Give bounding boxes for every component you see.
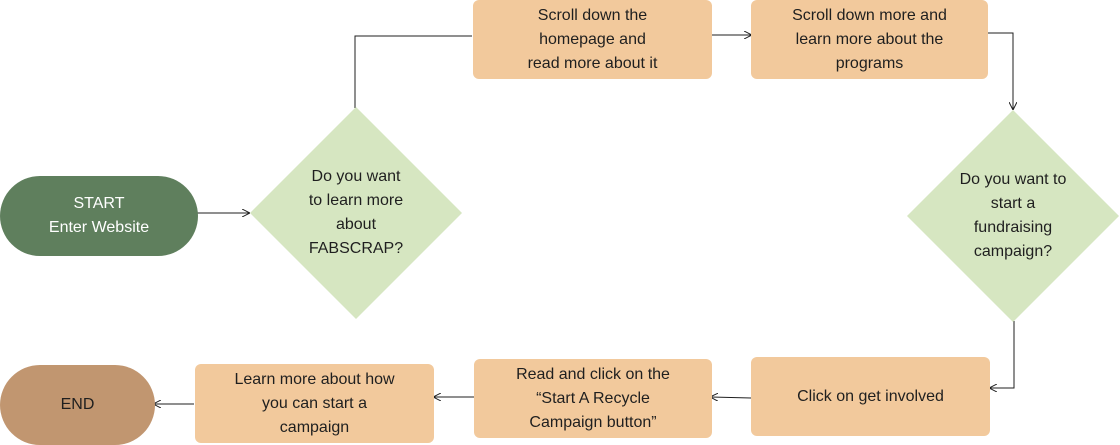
process-learn-campaign-label: Learn more about how you can start a cam… [234, 370, 395, 436]
arrow-decision-to-get-involved [990, 321, 1015, 388]
start-node: START Enter Website [0, 176, 198, 256]
arrow-programs-to-decision [988, 32, 1013, 109]
end-node: END [0, 365, 155, 445]
arrow-get-involved-to-read [711, 397, 752, 398]
process-read-click: Read and click on the “Start A Recycle C… [474, 359, 712, 438]
decision-fundraising-shape [907, 110, 1119, 322]
decision-fundraising: Do you want to start a fundraising campa… [907, 110, 1119, 322]
end-label: END [60, 396, 95, 413]
decision-fundraising-label: Do you want to start a fundraising campa… [959, 171, 1067, 260]
process-scroll-homepage-label: Scroll down the homepage and read more a… [527, 6, 658, 72]
decision-learn-more: Do you want to learn more about FABSCRAP… [250, 107, 462, 319]
start-label: START Enter Website [48, 195, 150, 236]
process-get-involved-label: Click on get involved [797, 387, 944, 405]
decision-learn-more-label: Do you want to learn more about FABSCRAP… [308, 168, 404, 257]
process-get-involved: Click on get involved [751, 357, 990, 436]
connector-decision-to-homepage [354, 35, 472, 108]
process-scroll-homepage: Scroll down the homepage and read more a… [473, 0, 712, 79]
decision-learn-more-shape [250, 107, 462, 319]
process-learn-campaign: Learn more about how you can start a cam… [195, 364, 434, 443]
process-read-click-label: Read and click on the “Start A Recycle C… [516, 365, 670, 431]
process-scroll-programs: Scroll down more and learn more about th… [751, 0, 988, 79]
process-scroll-programs-label: Scroll down more and learn more about th… [792, 6, 947, 72]
